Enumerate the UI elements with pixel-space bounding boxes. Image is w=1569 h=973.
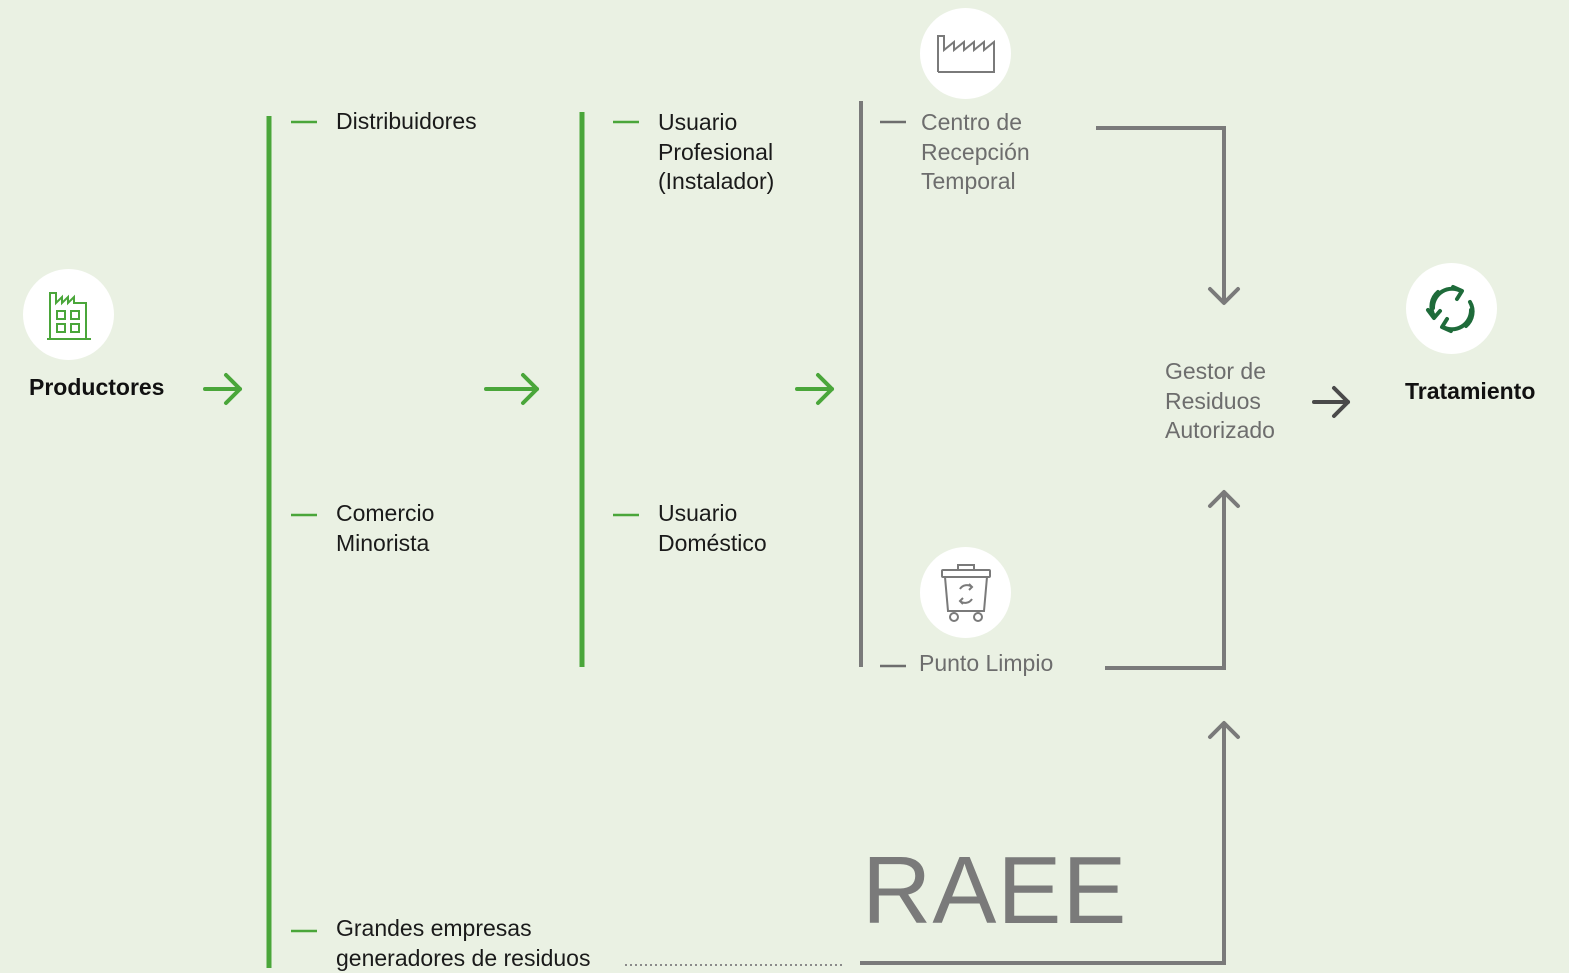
factory-building-icon (46, 291, 91, 340)
recycle-arrows-icon (1425, 284, 1475, 333)
label-waste-manager: Gestor de Residuos Autorizado (1165, 358, 1275, 443)
label-treatment: Tratamiento (1405, 378, 1536, 404)
clean-point-icon-circle (920, 547, 1011, 638)
label-producers: Productores (29, 374, 165, 400)
arrowhead-up-2 (1208, 721, 1240, 739)
connector-large-companies (860, 723, 1226, 965)
connector-temp-reception (1096, 126, 1226, 303)
arrow-to-treatment (1312, 386, 1350, 418)
arrowhead-down (1208, 287, 1240, 305)
label-temp-reception: Centro de Recepción Temporal (921, 109, 1030, 194)
label-large-companies: Grandes empresas generadores de residuos (336, 915, 591, 971)
producers-icon-circle (23, 269, 114, 360)
temp-reception-icon-circle (920, 8, 1011, 99)
label-clean-point: Punto Limpio (919, 650, 1054, 676)
arrow-producers (203, 373, 242, 405)
label-distributors: Distribuidores (336, 108, 477, 134)
label-retail: Comercio Minorista (336, 500, 435, 556)
recycling-bin-icon (940, 563, 991, 622)
arrowhead-up-1 (1208, 490, 1240, 508)
factory-roof-icon (936, 34, 995, 73)
arrow-level-2 (795, 373, 834, 405)
label-domestic-user: Usuario Doméstico (658, 500, 767, 556)
arrow-level-1 (484, 373, 539, 405)
connector-clean-point (1105, 492, 1226, 670)
treatment-icon-circle (1406, 263, 1497, 354)
raee-watermark: RAEE (862, 837, 1128, 944)
label-professional-user: Usuario Profesional (Instalador) (658, 109, 775, 194)
